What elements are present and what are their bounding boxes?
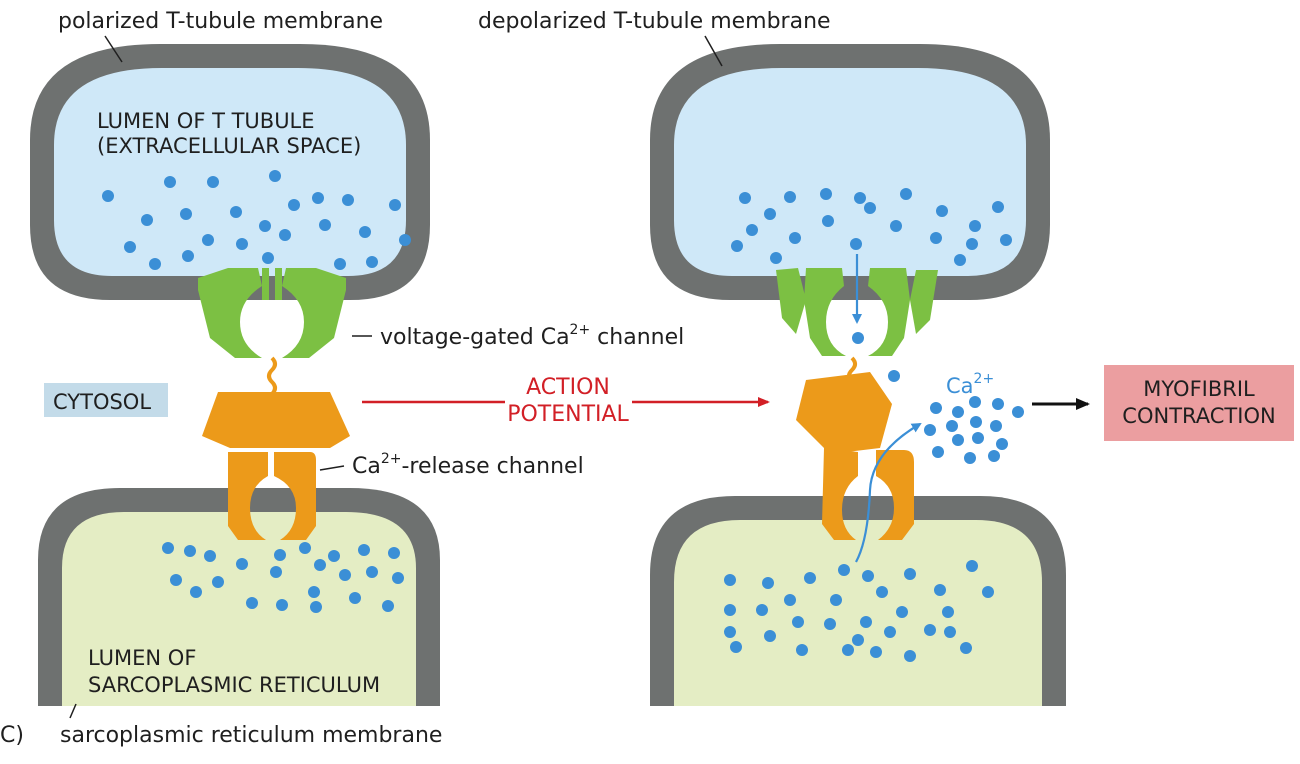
- myofibril-label-line2: CONTRACTION: [1122, 404, 1275, 428]
- cytosol-label: CYTOSOL: [53, 390, 151, 414]
- ca-ions-sr-left: [162, 542, 404, 613]
- myofibril-box: [1104, 365, 1294, 441]
- sr-left: [38, 488, 440, 706]
- voltage-channel-subunit-right: [282, 268, 346, 358]
- voltage-channel-subunit-left: [198, 268, 262, 358]
- ca-release-arrow: [855, 422, 922, 563]
- t-tubule-right: [650, 44, 1050, 300]
- voltage-channel-open-right-outer: [910, 270, 938, 334]
- t-tubule-left: [30, 44, 430, 300]
- ca-release-channel-open: [796, 372, 914, 540]
- ca-ions-cytosol-cloud: [924, 396, 1024, 464]
- sr-membrane-label: sarcoplasmic reticulum membrane: [60, 723, 442, 748]
- action-potential-label-line2: POTENTIAL: [507, 402, 629, 427]
- release-channel-open-right: [876, 450, 914, 540]
- ca-release-channel-closed: [202, 392, 350, 540]
- sr-lumen-right: [674, 520, 1042, 706]
- myofibril-label-line1: MYOFIBRIL: [1143, 377, 1255, 401]
- depolarized-membrane-label: depolarized T-tubule membrane: [478, 9, 831, 34]
- sr-membrane-leader: [69, 703, 77, 719]
- release-channel-leader: [319, 465, 345, 471]
- action-potential-label-line1: ACTION: [526, 375, 610, 400]
- sr-lumen-label-line1: LUMEN OF: [88, 646, 196, 670]
- t-tubule-lumen-label-line2: (EXTRACELLULAR SPACE): [97, 134, 361, 158]
- ca-ion-label: Ca2+: [946, 371, 994, 398]
- ca-ions-in-transit: [852, 332, 900, 382]
- ca-ions-t-tubule-left: [102, 170, 411, 270]
- panel-letter: C): [0, 723, 24, 748]
- polarized-membrane-label: polarized T-tubule membrane: [58, 9, 383, 34]
- voltage-channel-label: voltage-gated Ca2+ channel: [380, 322, 684, 350]
- depolarized-membrane-leader: [704, 35, 723, 67]
- ca-ions-sr-right: [724, 560, 994, 662]
- ca-ions-t-tubule-right: [731, 188, 1012, 266]
- voltage-gated-channel-open: [776, 268, 938, 384]
- voltage-channel-open-right-inner: [868, 268, 910, 356]
- t-tubule-lumen-right: [674, 68, 1026, 276]
- release-channel-open-left: [822, 448, 858, 540]
- t-tubule-lumen-label-line1: LUMEN OF T TUBULE: [97, 109, 315, 133]
- voltage-gated-channel-closed: [198, 268, 346, 396]
- sr-right: [650, 496, 1066, 706]
- release-channel-right-half: [274, 452, 316, 540]
- release-channel-label: Ca2+-release channel: [352, 451, 584, 479]
- release-channel-open-cap: [796, 372, 892, 454]
- voltage-channel-open-left-inner: [804, 268, 846, 356]
- voltage-channel-linker: [267, 356, 277, 396]
- t-tubule-lumen-left: [54, 68, 406, 276]
- cytosol-box: [44, 383, 168, 417]
- sr-lumen-label-line2: SARCOPLASMIC RETICULUM: [88, 673, 380, 697]
- release-channel-left-half: [228, 452, 268, 540]
- polarized-membrane-leader: [104, 35, 123, 63]
- sr-lumen-left: [62, 512, 416, 706]
- voltage-channel-open-left-outer: [776, 268, 806, 334]
- release-channel-cap: [202, 392, 350, 448]
